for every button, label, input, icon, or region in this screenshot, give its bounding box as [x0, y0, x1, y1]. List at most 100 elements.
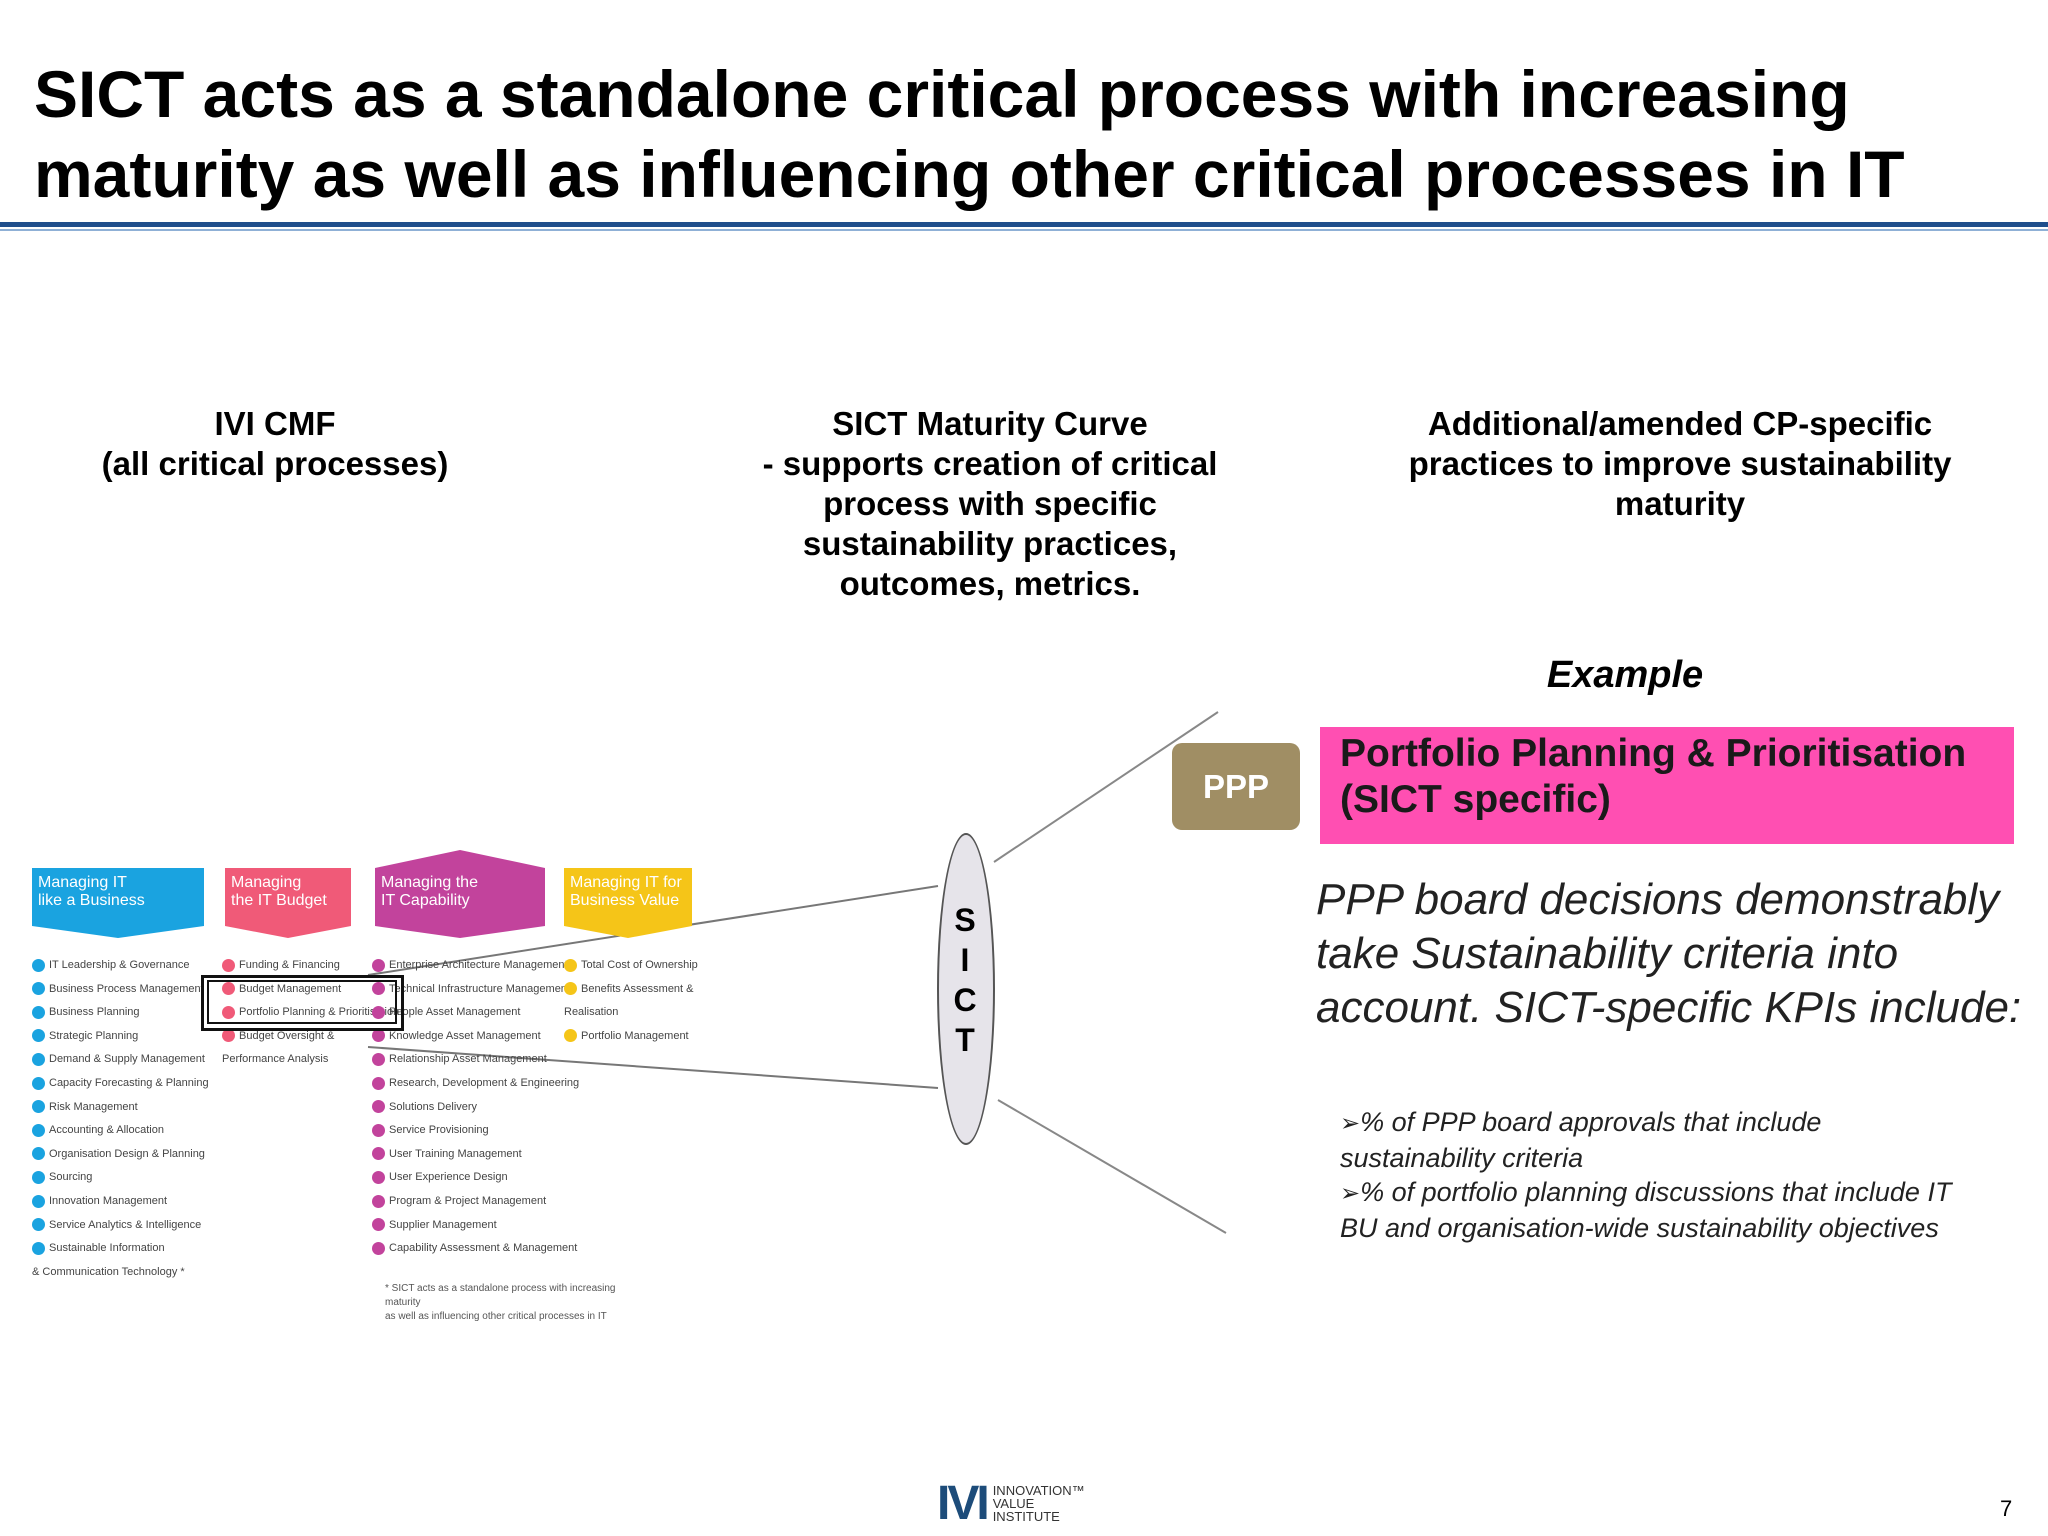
process-dot-icon [32, 1005, 45, 1019]
category-managing-it-like-a-business: Managing IT like a Business [32, 868, 204, 938]
process-dot-icon [222, 1005, 235, 1019]
framework-item-label: Solutions Delivery [389, 1100, 478, 1113]
column-heading-maturity-curve: SICT Maturity Curve - supports creation … [762, 405, 1218, 602]
process-dot-icon [32, 982, 45, 996]
framework-item-label: Sustainable Information & Communication … [32, 1242, 185, 1278]
framework-item: Knowledge Asset Management [372, 1025, 579, 1049]
framework-item-label: People Asset Management [389, 1006, 521, 1019]
process-dot-icon [372, 1005, 385, 1019]
process-dot-icon [32, 1170, 45, 1184]
category-roof [375, 850, 545, 868]
framework-item: Funding & Financing [222, 954, 399, 978]
process-dot-icon [32, 958, 45, 972]
sict-letter-t: T [955, 1022, 975, 1058]
process-dot-icon [32, 1218, 45, 1232]
framework-item: Sourcing [32, 1166, 209, 1190]
framework-item: Demand & Supply Management [32, 1048, 209, 1072]
framework-item: Capacity Forecasting & Planning [32, 1072, 209, 1096]
framework-item-label: Strategic Planning [49, 1029, 139, 1042]
framework-item: Innovation Management [32, 1190, 209, 1214]
framework-item-label: Total Cost of Ownership [581, 959, 698, 971]
framework-item-label: Budget Management [239, 982, 342, 995]
framework-item: Program & Project Management [372, 1190, 579, 1214]
framework-item: Accounting & Allocation [32, 1119, 209, 1143]
process-dot-icon [32, 1241, 45, 1255]
framework-item: Solutions Delivery [372, 1096, 579, 1120]
framework-item: Relationship Asset Management [372, 1048, 579, 1072]
framework-item-label: Capacity Forecasting & Planning [49, 1076, 209, 1089]
framework-item-label: Relationship Asset Management [389, 1053, 547, 1066]
process-dot-icon [372, 1052, 385, 1066]
framework-item-label: Sourcing [49, 1171, 93, 1184]
connector-upper-right [993, 711, 1219, 863]
ppp-title: Portfolio Planning & Prioritisation (SIC… [1340, 732, 1967, 821]
example-label: Example [1546, 654, 1704, 696]
process-dot-icon [32, 1029, 45, 1043]
framework-item: User Experience Design [372, 1166, 579, 1190]
logo-mark: IVI [937, 1476, 990, 1530]
ppp-highlight-box [201, 975, 404, 1031]
framework-item: Supplier Management [372, 1214, 579, 1238]
process-dot-icon [372, 1076, 385, 1090]
process-dot-icon [372, 1029, 385, 1043]
framework-item: Strategic Planning [32, 1025, 209, 1049]
framework-item-label: Risk Management [49, 1100, 138, 1113]
process-dot-icon [222, 1029, 235, 1043]
framework-item: Business Planning [32, 1001, 209, 1025]
column-heading-practices: Additional/amended CP-specific practices… [1408, 405, 1952, 522]
ivi-logo: IVI INNOVATION™ VALUE INSTITUTE [937, 1477, 1085, 1530]
process-dot-icon [564, 958, 577, 972]
framework-item: Budget Oversight & Performance Analysis [222, 1025, 399, 1072]
kpi-list: ➢ % of PPP board approvals that include s… [1340, 1105, 1980, 1245]
framework-item-label: Technical Infrastructure Management [389, 982, 570, 995]
process-dot-icon [32, 1052, 45, 1066]
framework-item-label: Benefits Assessment & Realisation [564, 982, 694, 1019]
framework-item: Portfolio Planning & Prioritisation [222, 1001, 399, 1025]
framework-item: Budget Management [222, 978, 399, 1002]
process-dot-icon [372, 1100, 385, 1114]
logo-text: INNOVATION™ VALUE INSTITUTE [992, 1482, 1085, 1524]
process-dot-icon [32, 1147, 45, 1161]
process-dot-icon [564, 1029, 577, 1043]
sict-letter-s: S [954, 902, 976, 938]
process-dot-icon [32, 1123, 45, 1137]
framework-item: People Asset Management [372, 1001, 579, 1025]
framework-item: Organisation Design & Planning [32, 1143, 209, 1167]
framework-item-label: Supplier Management [389, 1218, 497, 1231]
framework-item-label: Research, Development & Engineering [389, 1076, 580, 1089]
arrow-bullet-icon: ➢ [1340, 1180, 1361, 1207]
category-managing-it-capability: Managing the IT Capability [375, 868, 545, 938]
framework-item-label: Accounting & Allocation [49, 1124, 164, 1137]
framework-item-label: Business Process Management [49, 982, 204, 995]
framework-item: Research, Development & Engineering [372, 1072, 579, 1096]
ppp-highlight-box-inner [207, 980, 397, 1024]
framework-item: Portfolio Management [564, 1025, 730, 1049]
process-dot-icon [372, 1194, 385, 1208]
framework-item-label: Business Planning [49, 1006, 140, 1019]
sict-letter-c: C [953, 982, 977, 1018]
process-dot-icon [372, 1123, 385, 1137]
kpi-text: % of portfolio planning discussions that… [1340, 1177, 1952, 1243]
framework-item-label: Budget Oversight & Performance Analysis [222, 1029, 335, 1066]
process-dot-icon [372, 1170, 385, 1184]
framework-item: User Training Management [372, 1143, 579, 1167]
page-number: 7 [2000, 1496, 2013, 1521]
ppp-badge: PPP [1172, 743, 1300, 830]
framework-item-label: Service Analytics & Intelligence [49, 1218, 202, 1231]
framework-item: IT Leadership & Governance [32, 954, 209, 978]
framework-item-label: Demand & Supply Management [49, 1053, 205, 1066]
framework-item-label: Funding & Financing [239, 959, 340, 971]
column-heading-cmf: IVI CMF (all critical processes) [101, 405, 449, 482]
sict-ellipse [937, 833, 995, 1145]
framework-item-label: Portfolio Management [581, 1029, 689, 1042]
ppp-title-box: Portfolio Planning & Prioritisation (SIC… [1320, 727, 2014, 844]
process-dot-icon [372, 958, 385, 972]
framework-item: Risk Management [32, 1096, 209, 1120]
framework-item-label: Organisation Design & Planning [49, 1147, 205, 1160]
kpi-text: % of PPP board approvals that include su… [1340, 1107, 1822, 1173]
connector-lower-left [367, 1046, 939, 1089]
